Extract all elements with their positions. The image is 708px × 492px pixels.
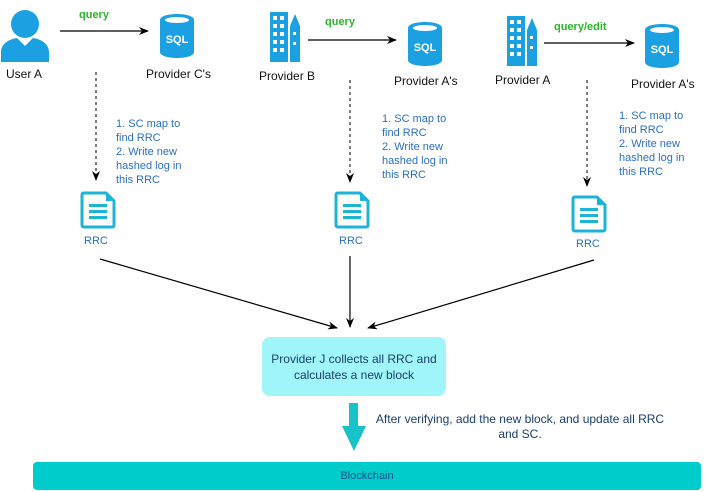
sql-database-icon: SQL [160,14,194,58]
step-note-2: 1. SC map to find RRC 2. Write new hashe… [382,113,448,181]
collector-text: Provider J collects all RRC and calculat… [271,351,437,382]
svg-text:SQL: SQL [166,34,189,46]
rrc-label-1: RRC [84,235,108,247]
database-label-provider-c: Provider C's [146,67,211,81]
sql-database-icon: SQL [645,24,679,68]
building-icon [507,16,537,66]
database-label-provider-a-2: Provider A's [631,77,695,91]
verify-note: After verifying, add the new block, and … [375,412,665,441]
rrc-label-3: RRC [576,238,600,250]
document-icon [571,195,607,233]
blockchain-bar: Blockchain [33,462,701,490]
document-icon [80,191,116,229]
building-icon [270,12,300,62]
actor-label-provider-b: Provider B [259,69,316,83]
svg-text:SQL: SQL [414,42,437,54]
step-note-3: 1. SC map to find RRC 2. Write new hashe… [619,110,685,178]
actor-label-user-a: User A [6,67,43,81]
rrc-label-2: RRC [339,235,363,247]
blockchain-label: Blockchain [340,470,394,482]
user-icon [1,10,49,62]
big-down-arrow-icon [342,403,366,451]
svg-text:SQL: SQL [651,44,674,56]
database-label-provider-a-1: Provider A's [394,74,458,88]
query-label-3: query/edit [554,21,607,33]
step-note-1: 1. SC map to find RRC 2. Write new hashe… [116,118,182,186]
query-label-1: query [79,9,109,21]
document-icon [334,191,370,229]
rrc-to-collector-3 [367,259,595,330]
collector-box: Provider J collects all RRC and calculat… [262,337,446,396]
query-label-2: query [325,16,355,28]
actor-label-provider-a: Provider A [495,73,551,87]
sql-database-icon: SQL [408,22,442,66]
rrc-to-collector-1 [99,258,338,330]
